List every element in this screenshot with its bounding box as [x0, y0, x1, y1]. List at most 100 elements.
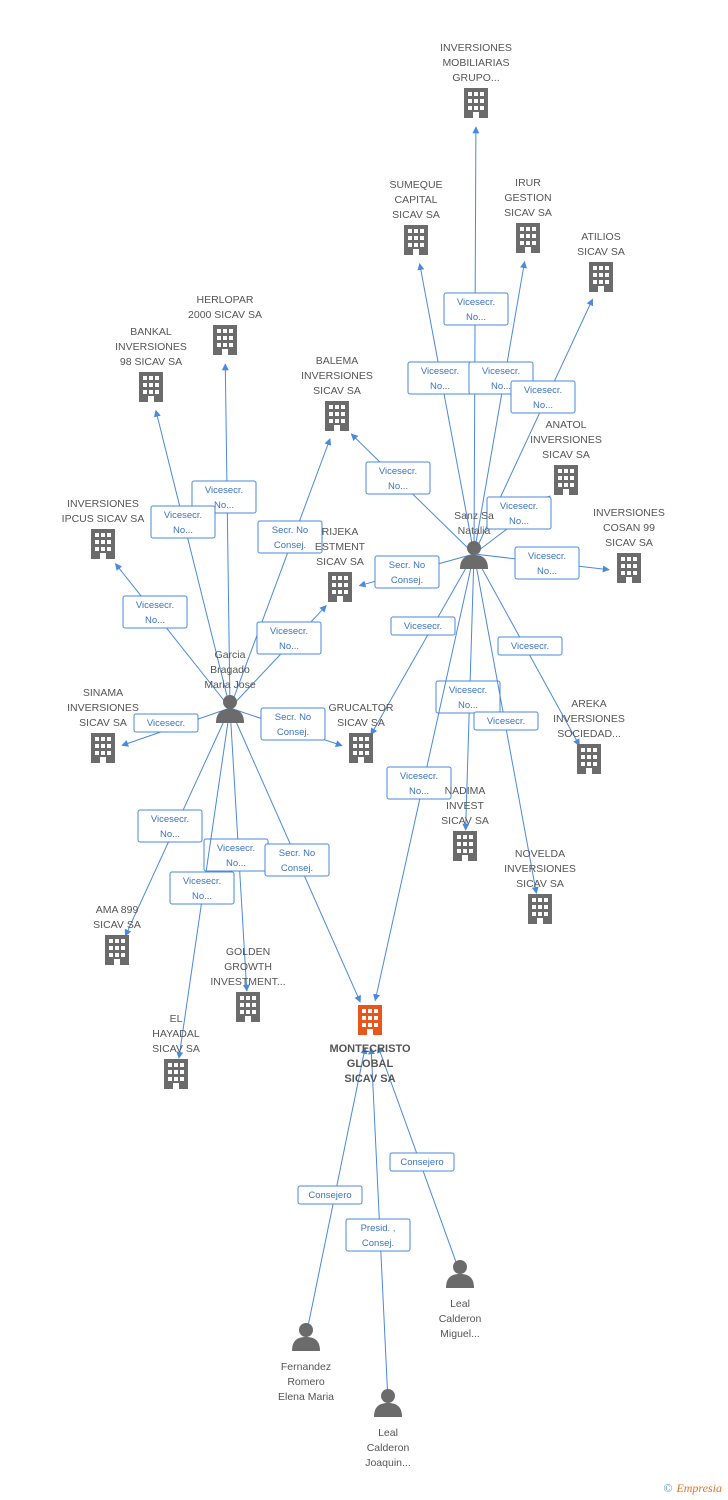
edge-label-box — [264, 843, 330, 877]
node-label: IPCUS SICAV SA — [62, 513, 145, 525]
building-icon — [404, 225, 428, 255]
node-lealmiguel[interactable]: LealCalderonMiguel... — [439, 1260, 482, 1340]
edge-sanz-grucaltor: Vicesecr. — [370, 553, 475, 736]
edge-label[interactable]: Vicesecr.No... — [407, 361, 473, 395]
edge-label[interactable]: Vicesecr.No... — [203, 838, 269, 872]
node-label: 2000 SICAV SA — [188, 309, 262, 321]
node-areka[interactable]: AREKAINVERSIONESSOCIEDAD... — [553, 698, 625, 774]
edge-label[interactable]: Vicesecr.No... — [137, 809, 203, 843]
edge-label[interactable]: Vicesecr. — [390, 616, 456, 636]
building-icon — [617, 553, 641, 583]
edge-label-text: Secr. No — [389, 560, 425, 571]
edge-garcia-herlopar: Vicesecr.No... — [191, 363, 257, 709]
edge-label-text: Vicesecr. — [511, 641, 549, 652]
edge-label[interactable]: Vicesecr.No... — [191, 480, 257, 514]
node-label: SICAV SA — [577, 246, 625, 258]
edge-garcia-ipcus: Vicesecr.No... — [114, 563, 231, 709]
node-label: INVERSIONES — [593, 507, 665, 519]
edge-label[interactable]: Vicesecr.No... — [514, 546, 580, 580]
building-icon — [358, 1005, 382, 1035]
node-lealjoaquin[interactable]: LealCalderonJoaquin... — [365, 1389, 411, 1469]
edge-line — [370, 553, 475, 736]
edge-label[interactable]: Vicesecr. — [497, 636, 563, 656]
edge-label-text: No... — [279, 641, 299, 652]
building-icon — [464, 88, 488, 118]
edge-label-text: Vicesecr. — [482, 366, 520, 377]
node-label: SICAV SA — [504, 207, 552, 219]
edge-label[interactable]: Vicesecr.No... — [169, 871, 235, 905]
node-label: SICAV SA — [542, 449, 590, 461]
edge-label-box — [257, 520, 323, 554]
edge-label-box — [443, 292, 509, 326]
node-imobiliarias[interactable]: INVERSIONESMOBILIARIASGRUPO... — [440, 42, 512, 118]
edge-label[interactable]: Vicesecr.No... — [365, 461, 431, 495]
edge-label[interactable]: Consejero — [389, 1152, 455, 1172]
node-label: NADIMA — [445, 785, 486, 797]
edge-label-text: Consejero — [308, 1190, 351, 1201]
edge-garcia-sinama: Vicesecr. — [121, 707, 231, 747]
node-label: Fernandez — [281, 1361, 331, 1373]
building-icon — [139, 372, 163, 402]
node-label: SUMEQUE — [389, 179, 442, 191]
edge-label[interactable]: Vicesecr.No... — [150, 505, 216, 539]
edge-label[interactable]: Vicesecr.No... — [510, 380, 576, 414]
edge-label-text: Vicesecr. — [147, 718, 185, 729]
edge-label[interactable]: Vicesecr.No... — [122, 595, 188, 629]
node-label: Leal — [450, 1298, 470, 1310]
edge-label[interactable]: Vicesecr.No... — [256, 621, 322, 655]
edge-sanz-atilios: Vicesecr. No... — [473, 298, 594, 555]
edge-label-box — [389, 1152, 455, 1172]
edge-label[interactable]: Consejero — [297, 1185, 363, 1205]
edge-label[interactable]: Vicesecr.No... — [435, 680, 501, 714]
node-label: AMA 899 — [96, 904, 139, 916]
edge-line — [221, 363, 231, 709]
edge-sanz-novelda: Vicesecr. — [473, 553, 539, 895]
edge-label-box — [133, 713, 199, 733]
edge-label[interactable]: Vicesecr.No... — [386, 766, 452, 800]
edge-label-text: No... — [537, 566, 557, 577]
edge-label[interactable]: Vicesecr.No... — [443, 292, 509, 326]
node-label: GLOBAL — [347, 1058, 394, 1070]
edge-label[interactable]: Vicesecr. — [473, 711, 539, 731]
edge-label-text: No... — [491, 381, 511, 392]
node-label: SICAV SA — [344, 1073, 395, 1085]
node-golden[interactable]: GOLDENGROWTHINVESTMENT... — [210, 946, 286, 1022]
edge-label[interactable]: Presid. ,Consej. — [345, 1218, 411, 1252]
edge-label-box — [374, 555, 440, 589]
node-label: SICAV SA — [441, 815, 489, 827]
edge-label-text: No... — [409, 786, 429, 797]
node-label: INVESTMENT... — [210, 976, 285, 988]
node-label: Elena Maria — [278, 1391, 334, 1403]
node-label: Miguel... — [440, 1328, 480, 1340]
edge-garcia-bankal: Vicesecr.No... — [150, 409, 231, 709]
edge-label[interactable]: Vicesecr. — [133, 713, 199, 733]
edge-label[interactable]: Vicesecr.No... — [486, 496, 552, 530]
edge-label-text: Vicesecr. — [449, 685, 487, 696]
